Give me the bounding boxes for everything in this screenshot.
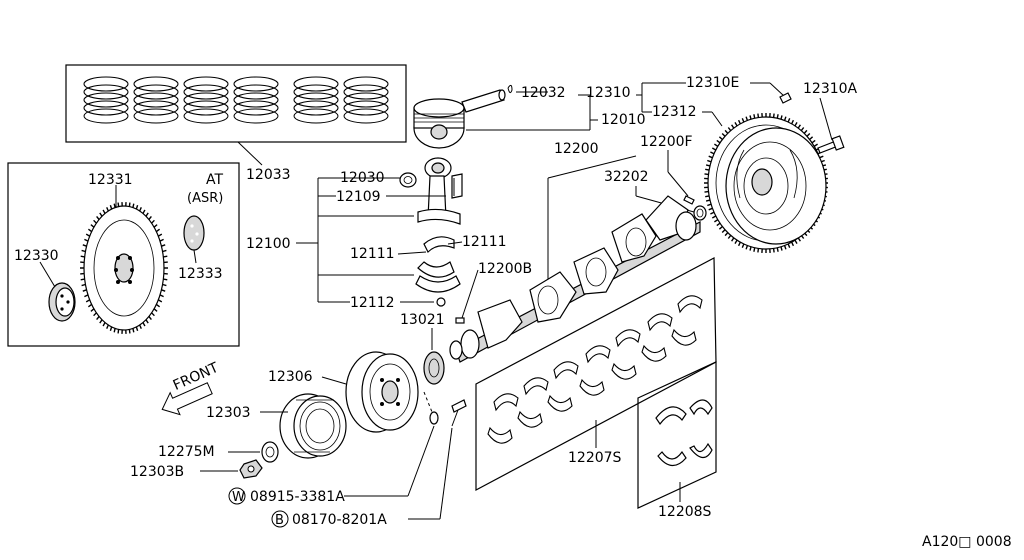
label-12310: 12310 [586, 85, 631, 101]
connecting-rod-12100[interactable] [417, 157, 463, 225]
label-12111-left: 12111 [350, 246, 395, 262]
thrust-washer-set-12208S[interactable] [637, 361, 717, 509]
label-12333: 12333 [178, 266, 223, 282]
fastener-b-badge: B [275, 513, 284, 528]
label-12310A: 12310A [803, 81, 858, 97]
snap-ring-12032[interactable] [507, 84, 513, 94]
label-12330: 12330 [14, 248, 59, 264]
piston-ring-set-box [65, 64, 407, 143]
flywheel-bolt-12310A[interactable] [817, 135, 845, 154]
crankshaft-12200[interactable] [449, 195, 701, 363]
label-12275M: 12275M [158, 444, 215, 460]
label-12303: 12303 [206, 405, 251, 421]
label-12331: 12331 [88, 172, 133, 188]
drive-plate-12331[interactable] [80, 202, 168, 334]
collar-12275M[interactable] [261, 441, 279, 463]
label-32202: 32202 [604, 169, 649, 185]
label-12303B: 12303B [130, 464, 184, 480]
pulley-bolt-12303B[interactable] [239, 459, 263, 479]
fastener-w-part: 08915-3381A [250, 489, 345, 505]
label-12010: 12010 [601, 112, 646, 128]
plate-12333[interactable] [183, 215, 205, 251]
washer-08915-3381A[interactable] [429, 411, 439, 425]
label-12200: 12200 [554, 141, 599, 157]
badge-w-icon [228, 487, 246, 505]
label-12111-right: 12111 [462, 234, 507, 250]
pilot-pin-12200F[interactable] [683, 195, 695, 205]
front-label: FRONT [171, 360, 222, 394]
main-bearing-set-12207S[interactable] [475, 257, 717, 491]
rod-cap-12100[interactable] [415, 275, 461, 293]
fastener-w-badge: W [232, 490, 245, 505]
connecting-rod-bushing-12030[interactable] [399, 172, 417, 188]
badge-b-icon [271, 510, 289, 528]
pilot-bearing-32202[interactable] [693, 205, 707, 221]
rod-nut-12112[interactable] [436, 297, 446, 307]
adapter-12330[interactable] [48, 282, 76, 322]
inset-variant-label: (ASR) [187, 191, 223, 206]
piston-pin-12010[interactable] [461, 89, 506, 113]
at-asr-inset-group: AT (ASR) 12331 12330 12 [7, 162, 240, 347]
label-13021: 13021 [400, 312, 445, 328]
label-12200B: 12200B [478, 261, 532, 277]
crank-pulley-12306[interactable] [345, 351, 419, 433]
flywheel-12312[interactable] [704, 113, 828, 253]
fastener-b-part: 08170-8201A [292, 512, 387, 528]
piston-12010[interactable] [413, 98, 465, 149]
label-12109: 12109 [336, 189, 381, 205]
label-12100: 12100 [246, 236, 291, 252]
label-12033: 12033 [246, 167, 291, 183]
label-12208S: 12208S [658, 504, 712, 520]
label-12312: 12312 [652, 104, 697, 120]
label-12200F: 12200F [640, 134, 693, 150]
rod-bearing-lower-12111[interactable] [417, 261, 455, 278]
label-12310E: 12310E [686, 75, 739, 91]
label-12207S: 12207S [568, 450, 622, 466]
label-12306: 12306 [268, 369, 313, 385]
crank-key-12200B[interactable] [455, 317, 465, 324]
diagram-reference-code: A120□ 0008 [922, 534, 1012, 550]
inset-transmission-label: AT [206, 172, 223, 188]
at-asr-inset-box [7, 162, 240, 347]
piston-ring-set[interactable] [83, 76, 389, 124]
label-12032: 12032 [521, 85, 566, 101]
crank-sprocket-13021[interactable] [423, 351, 445, 385]
label-12112: 12112 [350, 295, 395, 311]
dowel-pin-12310E[interactable] [779, 92, 792, 104]
crank-damper-12303[interactable] [279, 393, 347, 459]
rod-bearing-upper-12111[interactable] [423, 236, 455, 254]
piston-ring-set-group [65, 64, 407, 143]
bolt-08170-8201A[interactable] [451, 399, 467, 427]
